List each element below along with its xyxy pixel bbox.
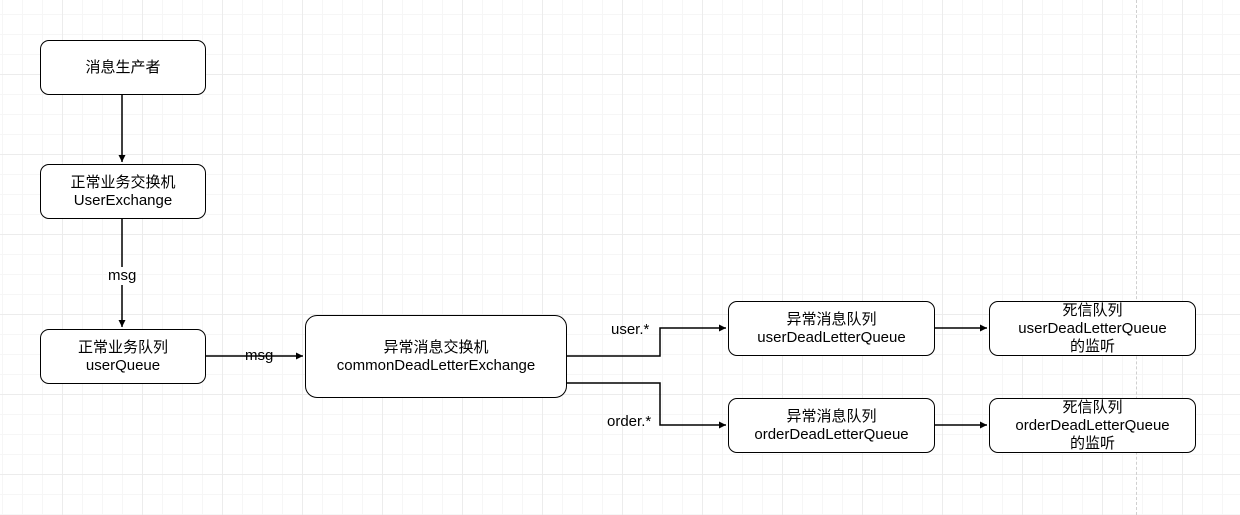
user-listener-label-3: 的监听	[1069, 337, 1115, 355]
user-queue-label-cn: 正常业务队列	[77, 338, 168, 356]
edge-label-order-route: order.*	[607, 413, 652, 430]
user-queue-label-en: userQueue	[85, 356, 161, 374]
user-listener-label-1: 死信队列	[1062, 301, 1123, 319]
user-dlq-label-en: userDeadLetterQueue	[757, 328, 906, 346]
producer-node: 消息生产者	[40, 40, 206, 95]
order-dead-letter-queue-node: 异常消息队列 orderDeadLetterQueue	[728, 398, 935, 453]
dead-letter-exchange-label-en: commonDeadLetterExchange	[336, 356, 536, 374]
edge-label-user-route: user.*	[611, 321, 650, 338]
producer-label: 消息生产者	[85, 58, 161, 76]
order-dlq-label-en: orderDeadLetterQueue	[754, 425, 909, 443]
edge-dlx-to-order-dlq	[567, 382, 726, 429]
edge-label-msg-horizontal: msg	[245, 347, 274, 364]
order-listener-label-2: orderDeadLetterQueue	[1015, 416, 1170, 434]
user-exchange-label-cn: 正常业务交换机	[70, 173, 176, 191]
dead-letter-exchange-label-cn: 异常消息交换机	[383, 338, 489, 356]
order-dlq-label-cn: 异常消息队列	[786, 407, 877, 425]
dead-letter-exchange-node: 异常消息交换机 commonDeadLetterExchange	[305, 315, 567, 398]
order-listener-label-1: 死信队列	[1062, 398, 1123, 416]
user-queue-node: 正常业务队列 userQueue	[40, 329, 206, 384]
order-listener-label-3: 的监听	[1069, 434, 1115, 452]
user-dead-letter-queue-node: 异常消息队列 userDeadLetterQueue	[728, 301, 935, 356]
user-exchange-node: 正常业务交换机 UserExchange	[40, 164, 206, 219]
edge-dlx-to-user-dlq	[567, 324, 726, 357]
guide-line	[1136, 0, 1137, 515]
user-listener-label-2: userDeadLetterQueue	[1018, 319, 1167, 337]
user-exchange-label-en: UserExchange	[73, 191, 173, 209]
user-dlq-listener-node: 死信队列 userDeadLetterQueue 的监听	[989, 301, 1196, 356]
user-dlq-label-cn: 异常消息队列	[786, 310, 877, 328]
order-dlq-listener-node: 死信队列 orderDeadLetterQueue 的监听	[989, 398, 1196, 453]
edge-label-msg-vertical: msg	[107, 267, 138, 285]
